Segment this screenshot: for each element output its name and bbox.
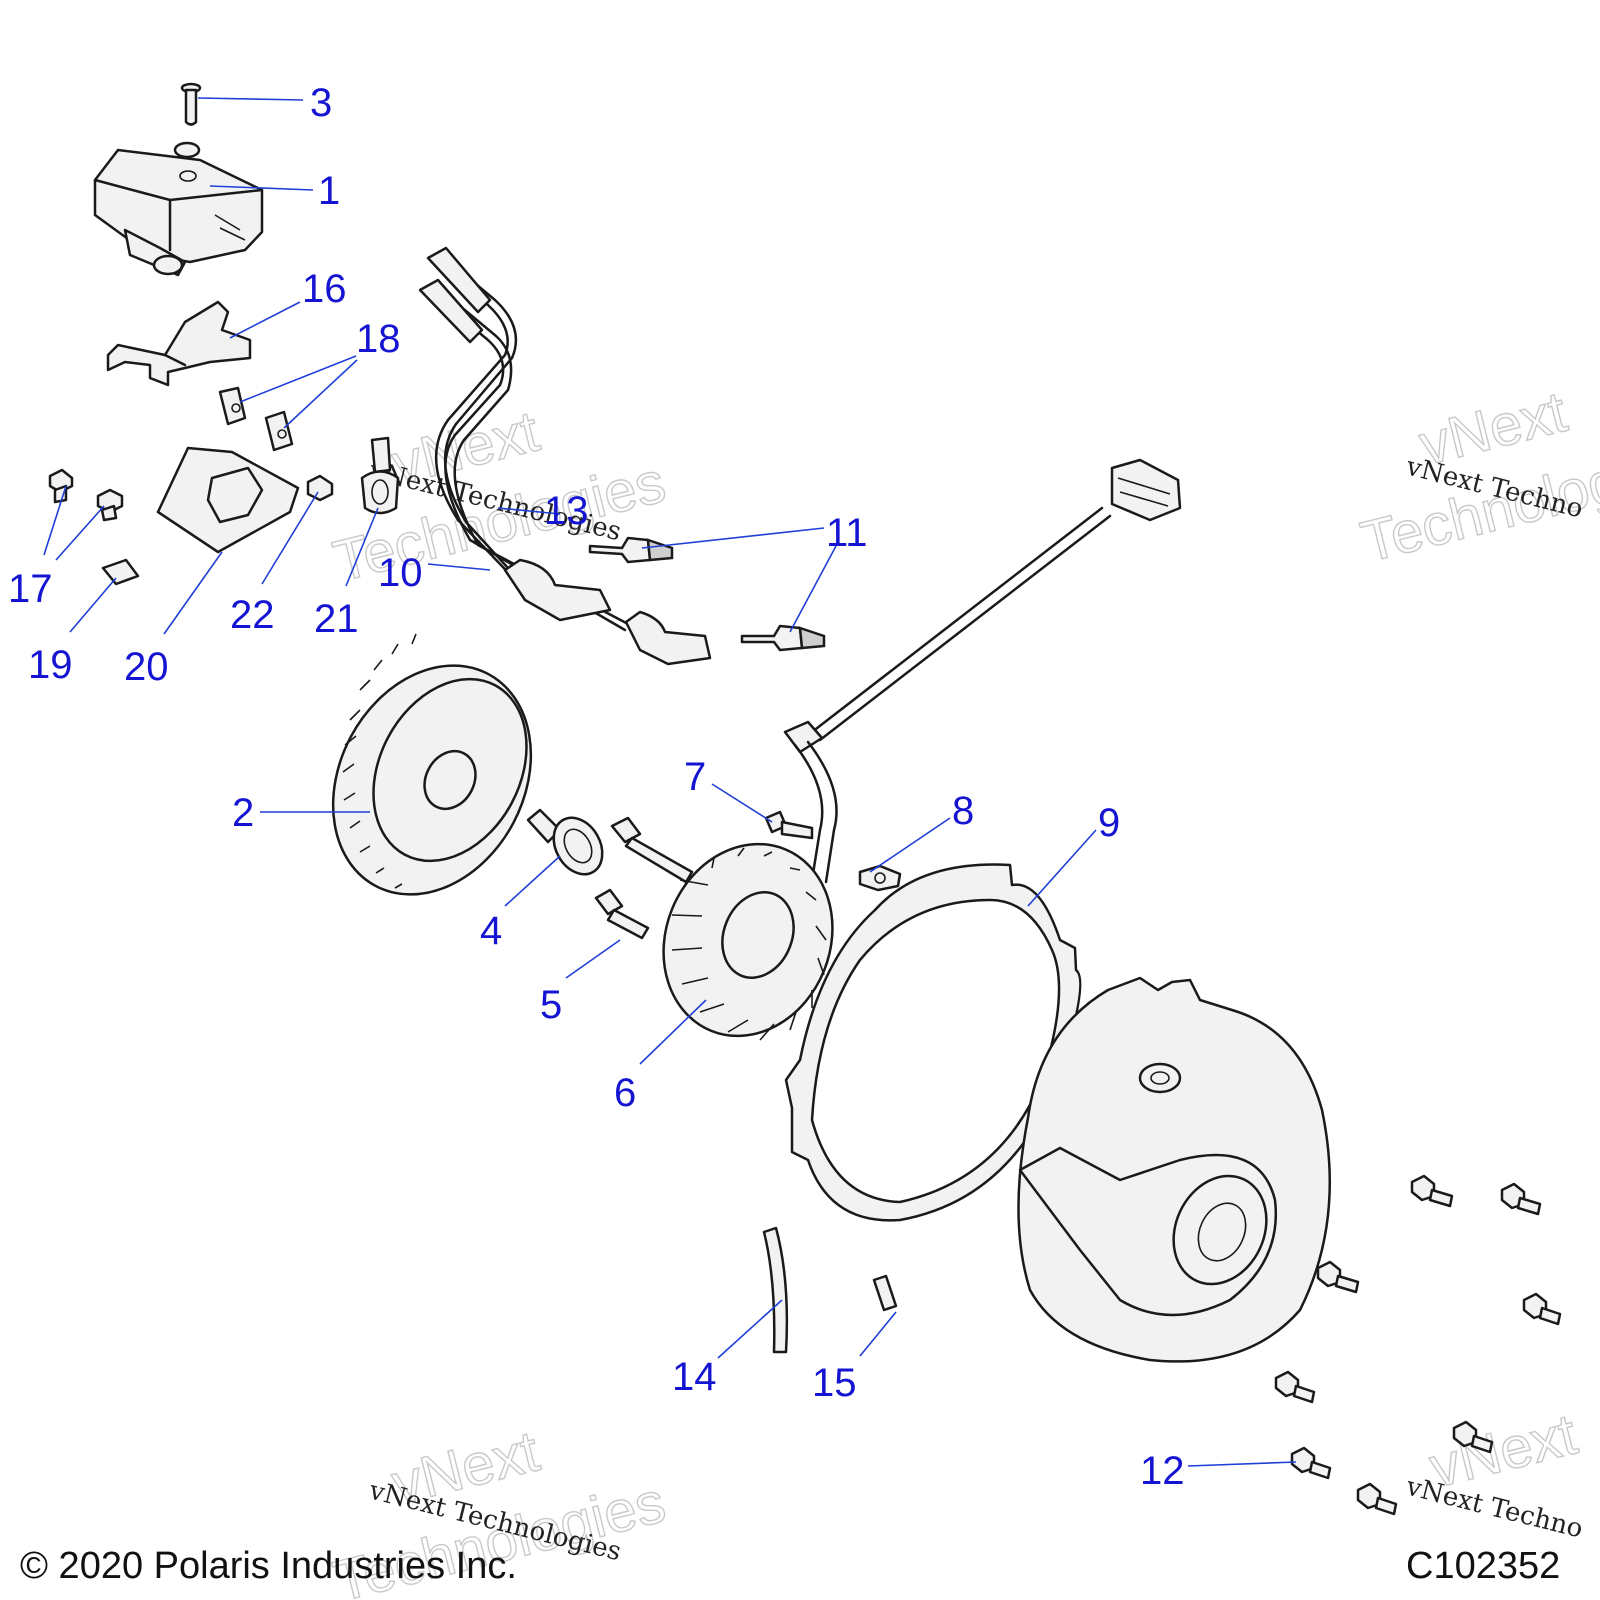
part-gear-shaft-4: [526, 808, 604, 876]
part-clip-18b: [264, 410, 294, 452]
callout-9: 9: [1098, 801, 1120, 845]
callout-12: 12: [1140, 1449, 1185, 1493]
part-spark-plug-11b: [740, 624, 826, 652]
part-screw-3: [180, 82, 202, 126]
part-bolt-12c: [1316, 1260, 1360, 1294]
part-grommet-8: [858, 864, 902, 892]
part-bracket-16: [106, 300, 252, 387]
callout-4: 4: [480, 909, 502, 953]
callout-5: 5: [540, 983, 562, 1027]
callout-13: 13: [544, 489, 589, 533]
part-ignition-coil-1: [93, 141, 264, 277]
part-grommet-21: [360, 436, 400, 515]
part-stator-6: [662, 842, 834, 1041]
part-dowel-15: [872, 1274, 898, 1312]
part-hose-14: [762, 1226, 789, 1354]
part-clip-18a: [218, 386, 247, 426]
callout-8: 8: [952, 789, 974, 833]
part-clip-nut-19: [101, 558, 140, 586]
part-spark-plug-wires-10: [418, 246, 712, 666]
part-bolt-12b: [1500, 1182, 1542, 1216]
callout-14: 14: [672, 1355, 717, 1399]
callout-labels: 3 1 16 18 17 19 20 22 21 10 13 11 2 4 5 …: [8, 81, 1185, 1493]
part-bolt-17b: [96, 488, 124, 522]
callout-10: 10: [378, 551, 423, 595]
callout-18: 18: [356, 317, 401, 361]
part-bolt-12h: [1356, 1482, 1398, 1516]
figure-code: C102352: [1406, 1545, 1560, 1587]
part-flywheel-2: [331, 633, 533, 896]
part-bolt-stator-a: [610, 816, 694, 884]
part-screw-7: [764, 810, 814, 840]
part-bolt-12g: [1290, 1446, 1332, 1480]
part-gasket-9: [784, 863, 1082, 1222]
part-bolt-12e: [1274, 1370, 1316, 1404]
callout-15: 15: [812, 1361, 857, 1405]
callout-3: 3: [310, 81, 332, 125]
leader-lines: [43, 97, 1297, 1467]
part-spark-plug-11a: [588, 536, 674, 564]
part-bolt-12a: [1410, 1174, 1454, 1208]
part-bracket-plate-20: [156, 446, 300, 554]
part-wiring-harness-13: [783, 458, 1182, 884]
part-bolt-17a: [48, 468, 74, 504]
part-bolt-12f: [1452, 1420, 1494, 1454]
part-bolt-5: [594, 888, 650, 940]
callout-6: 6: [614, 1071, 636, 1115]
callout-11: 11: [826, 511, 868, 555]
part-bolt-12d: [1522, 1292, 1562, 1326]
part-housing-cover: [1017, 976, 1332, 1363]
callout-7: 7: [684, 755, 706, 799]
part-bolt-22: [306, 474, 334, 502]
copyright-text: © 2020 Polaris Industries Inc.: [20, 1545, 517, 1587]
callout-1: 1: [318, 169, 340, 213]
callout-2: 2: [232, 791, 254, 835]
callout-17: 17: [8, 567, 53, 611]
callout-19: 19: [28, 643, 73, 687]
callout-21: 21: [314, 597, 359, 641]
callout-20: 20: [124, 645, 169, 689]
callout-16: 16: [302, 267, 347, 311]
callout-22: 22: [230, 593, 275, 637]
